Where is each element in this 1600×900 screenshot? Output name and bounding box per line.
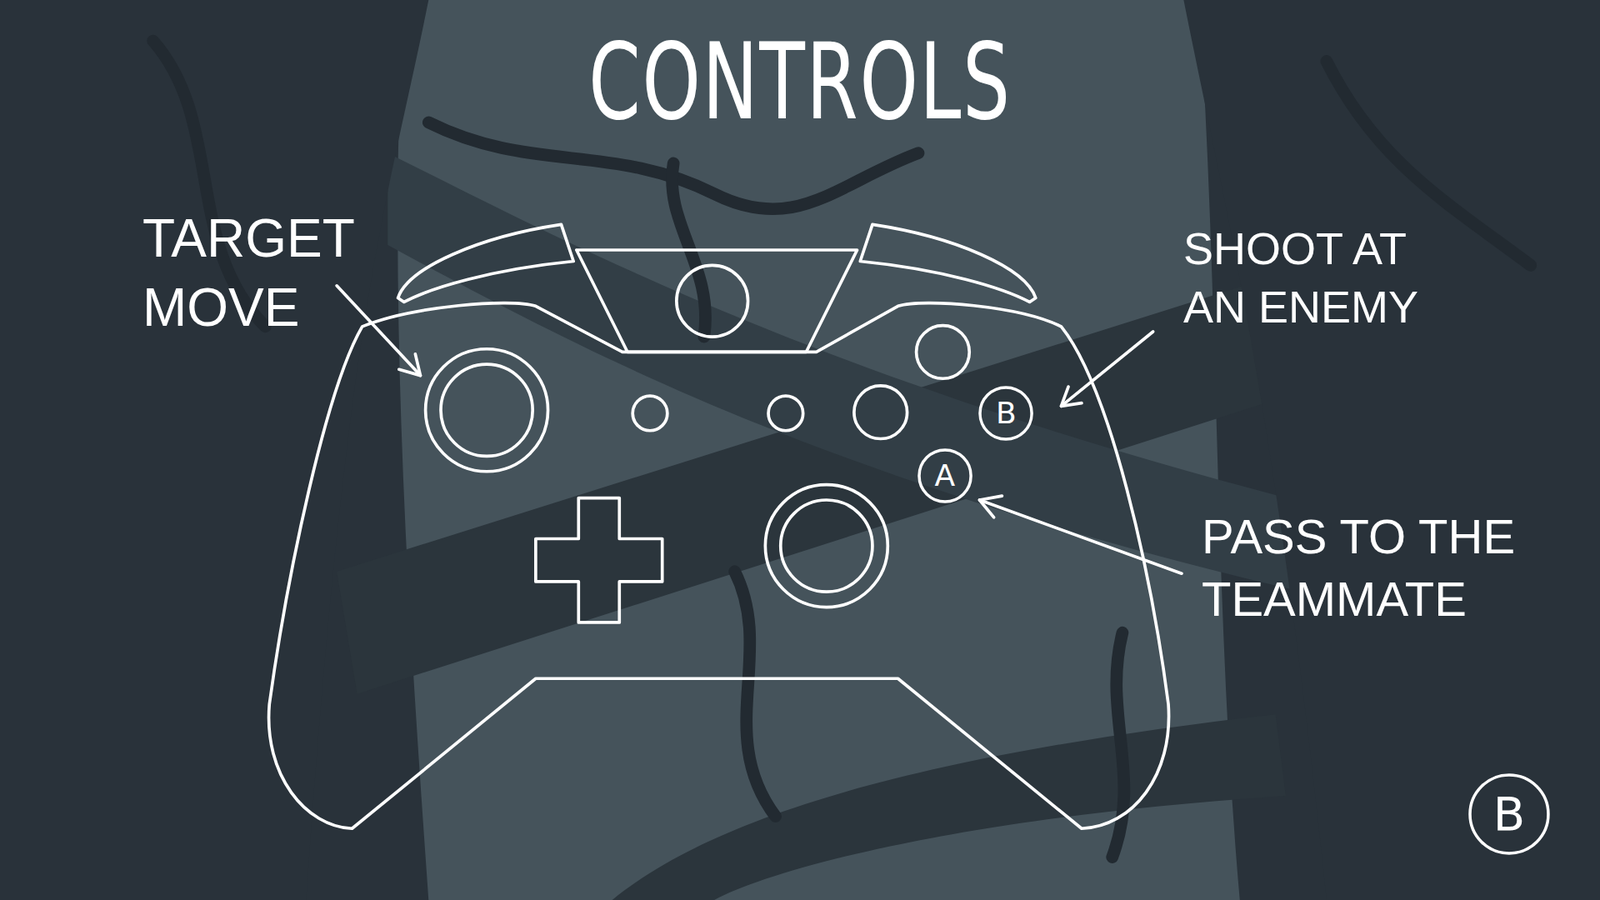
y-button: [916, 325, 970, 380]
d-pad: [535, 498, 663, 623]
button-circle: [980, 387, 1032, 440]
right-stick-cap: [780, 500, 873, 592]
left-bumper: [398, 224, 575, 302]
arrow-head: [399, 354, 421, 376]
x-button: [854, 385, 908, 440]
guide-button: [676, 265, 749, 337]
vine: [735, 571, 776, 817]
vine: [1112, 632, 1125, 857]
screen-title: CONTROLS: [111, 18, 1488, 145]
dark-branch-band: [612, 714, 1286, 900]
controller-outline: [269, 224, 1170, 829]
center-panel: [576, 250, 858, 352]
b-button: B: [978, 385, 1034, 441]
dark-left-region: [0, 0, 429, 900]
button-letter: B: [1493, 790, 1525, 838]
leader-line: [1060, 331, 1153, 406]
vines: [153, 40, 1531, 858]
menu-button: [768, 395, 804, 431]
leader-line: [336, 285, 420, 376]
dark-right-region: [1183, 0, 1600, 900]
left-stick-cap: [440, 364, 533, 456]
right-bumper: [860, 224, 1036, 302]
button-letter: B: [995, 398, 1017, 429]
button-circle: [1470, 775, 1549, 854]
controller-body: [269, 303, 1170, 830]
control-callout: SHOOT AT AN ENEMY: [1183, 219, 1467, 336]
button-letter: A: [935, 460, 956, 491]
a-button: A: [917, 448, 973, 504]
leader-arrows: [336, 285, 1182, 574]
right-stick: [765, 485, 888, 608]
left-stick: [425, 349, 549, 472]
control-callout: PASS TO THE TEAMMATE: [1201, 505, 1569, 631]
back-prompt-button: B: [1468, 773, 1550, 855]
view-button: [632, 395, 668, 431]
leader-line: [980, 500, 1182, 574]
control-callout: TARGET MOVE: [142, 204, 393, 343]
arrow-head: [980, 495, 1003, 518]
arrow-head: [1060, 386, 1081, 406]
button-circle: [919, 450, 971, 502]
